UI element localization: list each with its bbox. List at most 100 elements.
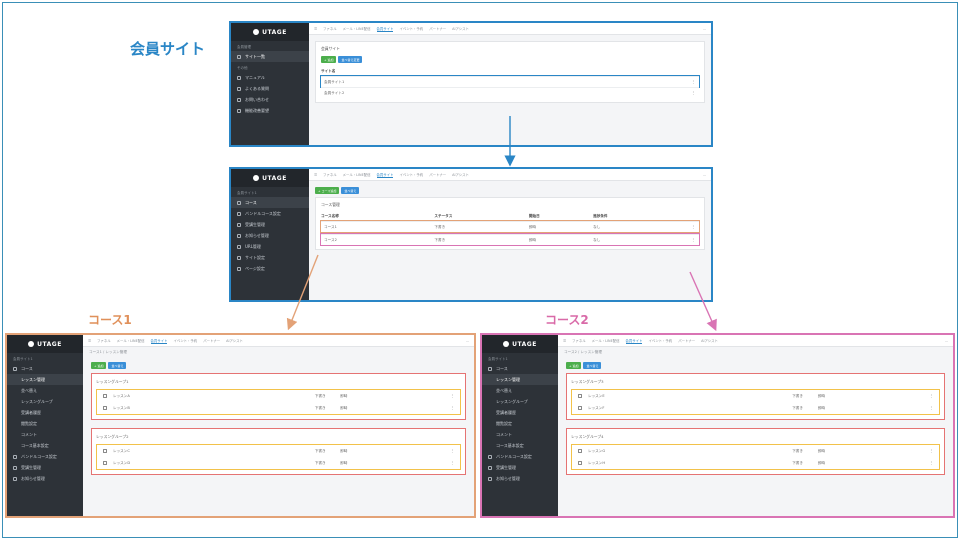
sidebar-item-site-list[interactable]: サイト一覧 xyxy=(231,51,309,62)
more-icon[interactable]: ... xyxy=(465,338,469,343)
sidebar-item[interactable]: 並べ替え xyxy=(482,385,558,396)
checkbox[interactable] xyxy=(103,406,107,410)
menu-icon[interactable]: ☰ xyxy=(314,172,318,177)
row-menu-icon[interactable]: ⋮ xyxy=(450,394,454,398)
sidebar-item-site-settings[interactable]: サイト設定 xyxy=(231,252,309,263)
sidebar-item[interactable]: コメント xyxy=(482,429,558,440)
sidebar-item[interactable]: コース基本設定 xyxy=(482,440,558,451)
nav-member-site[interactable]: 会員サイト xyxy=(376,26,394,32)
nav-item[interactable]: AIアシスト xyxy=(701,339,718,343)
row-menu-icon[interactable]: ⋮ xyxy=(450,461,454,465)
add-button[interactable]: + 追加 xyxy=(321,56,337,63)
checkbox[interactable] xyxy=(578,449,582,453)
sidebar-item-contact[interactable]: お問い合わせ xyxy=(231,94,309,105)
nav-item[interactable]: 会員サイト xyxy=(150,338,168,344)
nav-funnel[interactable]: ファネル xyxy=(323,27,337,31)
row-menu-icon[interactable]: ⋮ xyxy=(929,406,933,410)
sidebar-item-manual[interactable]: マニュアル xyxy=(231,72,309,83)
add-button[interactable]: + 追加 xyxy=(91,362,107,369)
nav-partner[interactable]: パートナー xyxy=(429,173,447,177)
nav-event[interactable]: イベント・予約 xyxy=(399,173,424,177)
sidebar-item[interactable]: レッスングループ xyxy=(482,396,558,407)
nav-member-site[interactable]: 会員サイト xyxy=(376,172,394,178)
nav-item[interactable]: メール・LINE配信 xyxy=(591,339,620,343)
sidebar-item[interactable]: 受講生管理 xyxy=(7,462,83,473)
sidebar-item-feedback[interactable]: 機能改善要望 xyxy=(231,105,309,116)
menu-icon[interactable]: ☰ xyxy=(563,338,567,343)
row-menu-icon[interactable]: ⋮ xyxy=(691,80,695,84)
sidebar-item[interactable]: 閲覧設定 xyxy=(482,418,558,429)
menu-icon[interactable]: ☰ xyxy=(88,338,92,343)
sidebar-item[interactable]: レッスン管理 xyxy=(7,374,83,385)
nav-mail[interactable]: メール・LINE配信 xyxy=(342,173,371,177)
sidebar-item[interactable]: レッスン管理 xyxy=(482,374,558,385)
sidebar-item[interactable]: お知らせ管理 xyxy=(482,473,558,484)
list-item[interactable]: レッスンF 下書き 即時 ⋮ xyxy=(572,402,939,414)
sidebar-item-students[interactable]: 受講生管理 xyxy=(231,219,309,230)
nav-event[interactable]: イベント・予約 xyxy=(399,27,424,31)
more-icon[interactable]: ... xyxy=(944,338,948,343)
row-menu-icon[interactable]: ⋮ xyxy=(450,406,454,410)
sidebar-item-faq[interactable]: よくある質問 xyxy=(231,83,309,94)
list-item[interactable]: レッスンG 下書き 即時 ⋮ xyxy=(572,445,939,457)
table-row-site2[interactable]: 会員サイト2⋮ xyxy=(321,87,699,98)
row-menu-icon[interactable]: ⋮ xyxy=(929,394,933,398)
nav-item[interactable]: パートナー xyxy=(203,339,221,343)
sidebar-item[interactable]: 並べ替え xyxy=(7,385,83,396)
sidebar-item[interactable]: バンドルコース設定 xyxy=(7,451,83,462)
checkbox[interactable] xyxy=(103,394,107,398)
sidebar-item[interactable]: 受講者履歴 xyxy=(482,407,558,418)
table-row-course2[interactable]: コース2 下書き 即時 なし ⋮ xyxy=(320,233,700,246)
sidebar-item[interactable]: コース基本設定 xyxy=(7,440,83,451)
list-item[interactable]: レッスンH 下書き 即時 ⋮ xyxy=(572,457,939,469)
list-item[interactable]: レッスンE 下書き 即時 ⋮ xyxy=(572,390,939,402)
row-menu-icon[interactable]: ⋮ xyxy=(691,225,695,229)
nav-item[interactable]: メール・LINE配信 xyxy=(116,339,145,343)
table-row-course1[interactable]: コース1 下書き 即時 なし ⋮ xyxy=(320,220,700,233)
checkbox[interactable] xyxy=(103,461,107,465)
checkbox[interactable] xyxy=(578,406,582,410)
table-row-site1[interactable]: 会員サイト1⋮ xyxy=(320,75,700,88)
add-button[interactable]: + 追加 xyxy=(566,362,582,369)
nav-ai-assist[interactable]: AIアシスト xyxy=(452,27,469,31)
nav-item[interactable]: イベント・予約 xyxy=(173,339,198,343)
sidebar-item[interactable]: レッスングループ xyxy=(7,396,83,407)
sidebar-item[interactable]: コース xyxy=(7,363,83,374)
row-menu-icon[interactable]: ⋮ xyxy=(929,449,933,453)
nav-ai-assist[interactable]: AIアシスト xyxy=(452,173,469,177)
checkbox[interactable] xyxy=(103,449,107,453)
sidebar-item[interactable]: お知らせ管理 xyxy=(7,473,83,484)
reorder-button[interactable]: 並べ替え xyxy=(583,362,602,369)
more-icon[interactable]: ... xyxy=(702,26,706,31)
list-item[interactable]: レッスンC 下書き 即時 ⋮ xyxy=(97,445,460,457)
nav-item[interactable]: 会員サイト xyxy=(625,338,643,344)
sidebar-item-url[interactable]: URL管理 xyxy=(231,241,309,252)
row-menu-icon[interactable]: ⋮ xyxy=(691,238,695,242)
row-menu-icon[interactable]: ⋮ xyxy=(691,91,695,95)
sidebar-item-bundle[interactable]: バンドルコース設定 xyxy=(231,208,309,219)
nav-partner[interactable]: パートナー xyxy=(429,27,447,31)
list-item[interactable]: レッスンB 下書き 即時 ⋮ xyxy=(97,402,460,414)
nav-item[interactable]: ファネル xyxy=(97,339,111,343)
nav-item[interactable]: イベント・予約 xyxy=(648,339,673,343)
checkbox[interactable] xyxy=(578,394,582,398)
menu-icon[interactable]: ☰ xyxy=(314,26,318,31)
sidebar-item-page-settings[interactable]: ページ設定 xyxy=(231,263,309,274)
nav-item[interactable]: パートナー xyxy=(678,339,696,343)
more-icon[interactable]: ... xyxy=(702,172,706,177)
nav-item[interactable]: ファネル xyxy=(572,339,586,343)
nav-mail[interactable]: メール・LINE配信 xyxy=(342,27,371,31)
sidebar-item[interactable]: 閲覧設定 xyxy=(7,418,83,429)
list-item[interactable]: レッスンD 下書き 即時 ⋮ xyxy=(97,457,460,469)
sidebar-item[interactable]: 受講者履歴 xyxy=(7,407,83,418)
sidebar-item[interactable]: コメント xyxy=(7,429,83,440)
sidebar-item-course[interactable]: コース xyxy=(231,197,309,208)
reorder-button[interactable]: 並べ替え xyxy=(341,187,360,194)
sidebar-item[interactable]: コース xyxy=(482,363,558,374)
reorder-button[interactable]: 並べ替え変更 xyxy=(338,56,363,63)
row-menu-icon[interactable]: ⋮ xyxy=(450,449,454,453)
sidebar-item[interactable]: 受講生管理 xyxy=(482,462,558,473)
sidebar-item[interactable]: バンドルコース設定 xyxy=(482,451,558,462)
reorder-button[interactable]: 並べ替え xyxy=(108,362,127,369)
sidebar-item-news[interactable]: お知らせ管理 xyxy=(231,230,309,241)
